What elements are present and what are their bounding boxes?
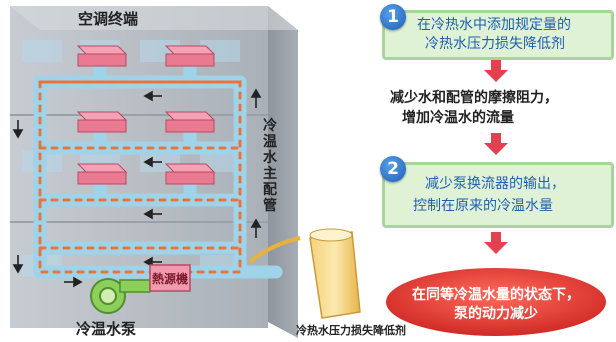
terminal-unit xyxy=(76,111,128,133)
main-pipe-char: 管 xyxy=(263,198,277,214)
step1-number-badge: 1 xyxy=(380,4,406,30)
step2-line1: 减少泵换流器的输出， xyxy=(425,176,565,192)
direction-arrows xyxy=(12,88,262,288)
main-pipe-label: 冷 温 水 主 配 管 xyxy=(262,118,278,214)
terminal-unit xyxy=(164,163,216,185)
step1-line2: 冷热水压力损失降低剂 xyxy=(425,36,565,52)
step1-box: 在冷热水中添加规定量的 冷热水压力损失降低剂 xyxy=(382,10,614,60)
terminal-unit xyxy=(164,111,216,133)
step1-line1: 在冷热水中添加规定量的 xyxy=(417,17,571,33)
main-pipe-char: 冷 xyxy=(263,118,277,134)
step2-line2: 控制在原来的冷温水量 xyxy=(413,198,553,214)
main-pipe-char: 温 xyxy=(263,134,277,150)
heat-source-label: 熱源機 xyxy=(152,272,189,286)
result-text: 在同等冷温水量的状态下， 泵的动力减少 xyxy=(396,286,596,324)
terminals-label: 空调终端 xyxy=(78,10,139,28)
result-line1: 在同等冷温水量的状态下， xyxy=(412,287,580,303)
heat-source-unit xyxy=(149,264,191,292)
terminal-unit xyxy=(76,45,128,67)
terminal-units xyxy=(76,45,216,185)
step2-box: 减少泵换流器的输出， 控制在原来的冷温水量 xyxy=(382,162,614,228)
additive-label: 冷热水压力损失降低剂 xyxy=(296,324,406,337)
main-pipe-char: 水 xyxy=(263,150,277,166)
effect1-text: 减少水和配管的摩擦阻力， 增加冷温水的流量 xyxy=(390,88,616,128)
step2-number-badge: 2 xyxy=(380,156,406,182)
result-line2: 泵的动力减少 xyxy=(454,306,538,322)
pump-label: 冷温水泵 xyxy=(76,320,137,338)
result-bubble xyxy=(386,268,606,336)
terminal-unit xyxy=(76,163,128,185)
main-pipe-char: 配 xyxy=(263,182,277,198)
effect1-line2: 增加冷温水的流量 xyxy=(402,110,514,126)
flow-markers xyxy=(38,80,242,274)
effect1-line1: 减少水和配管的摩擦阻力， xyxy=(390,90,558,106)
pump-icon xyxy=(90,278,151,314)
main-pipe-char: 主 xyxy=(263,166,277,182)
additive-container-icon xyxy=(248,228,361,319)
terminal-unit xyxy=(164,45,216,67)
